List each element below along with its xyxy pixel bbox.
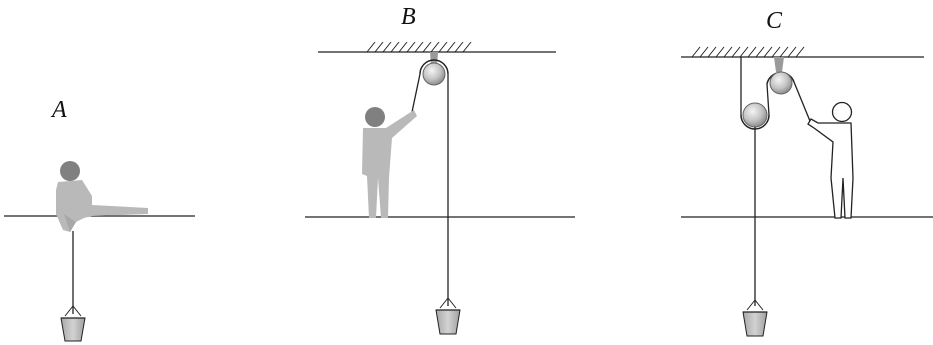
panel-c-ceiling-hatch: [691, 46, 805, 58]
panel-c-label: C: [766, 8, 783, 34]
panel-c: C: [681, 8, 933, 337]
panel-b-person-body: [362, 110, 417, 218]
panel-b-person: [362, 107, 417, 218]
panel-a-person: [56, 161, 148, 232]
panel-b-ceiling-hatch: [366, 41, 472, 53]
panel-b-label: B: [401, 4, 416, 30]
panel-c-movable-pulley: [742, 102, 768, 128]
panel-b: B: [305, 4, 575, 335]
panel-b-rope-pull: [411, 73, 421, 113]
panel-c-fixed-pulley: [769, 71, 793, 95]
panel-b-pulley-bracket: [430, 52, 438, 66]
panel-a-person-arm: [64, 214, 76, 232]
panel-a-bucket: [60, 305, 86, 342]
panel-b-person-head: [365, 107, 385, 127]
panel-a-person-body: [56, 180, 148, 232]
panel-c-pulley-bracket: [774, 57, 784, 72]
panel-a-label: A: [50, 97, 67, 123]
panel-a-person-head: [60, 161, 80, 181]
panel-c-rope-pull: [793, 81, 813, 127]
panel-a: A: [4, 97, 195, 342]
panel-c-rope-middle: [766, 83, 770, 116]
panel-c-person-head: [831, 101, 853, 123]
panel-c-person: [807, 101, 854, 219]
panel-b-pulley: [422, 62, 446, 86]
panel-b-rope-wrap: [419, 59, 449, 75]
panel-b-bucket: [435, 297, 461, 335]
panel-c-bucket: [742, 299, 768, 337]
panel-c-person-body: [807, 118, 854, 219]
